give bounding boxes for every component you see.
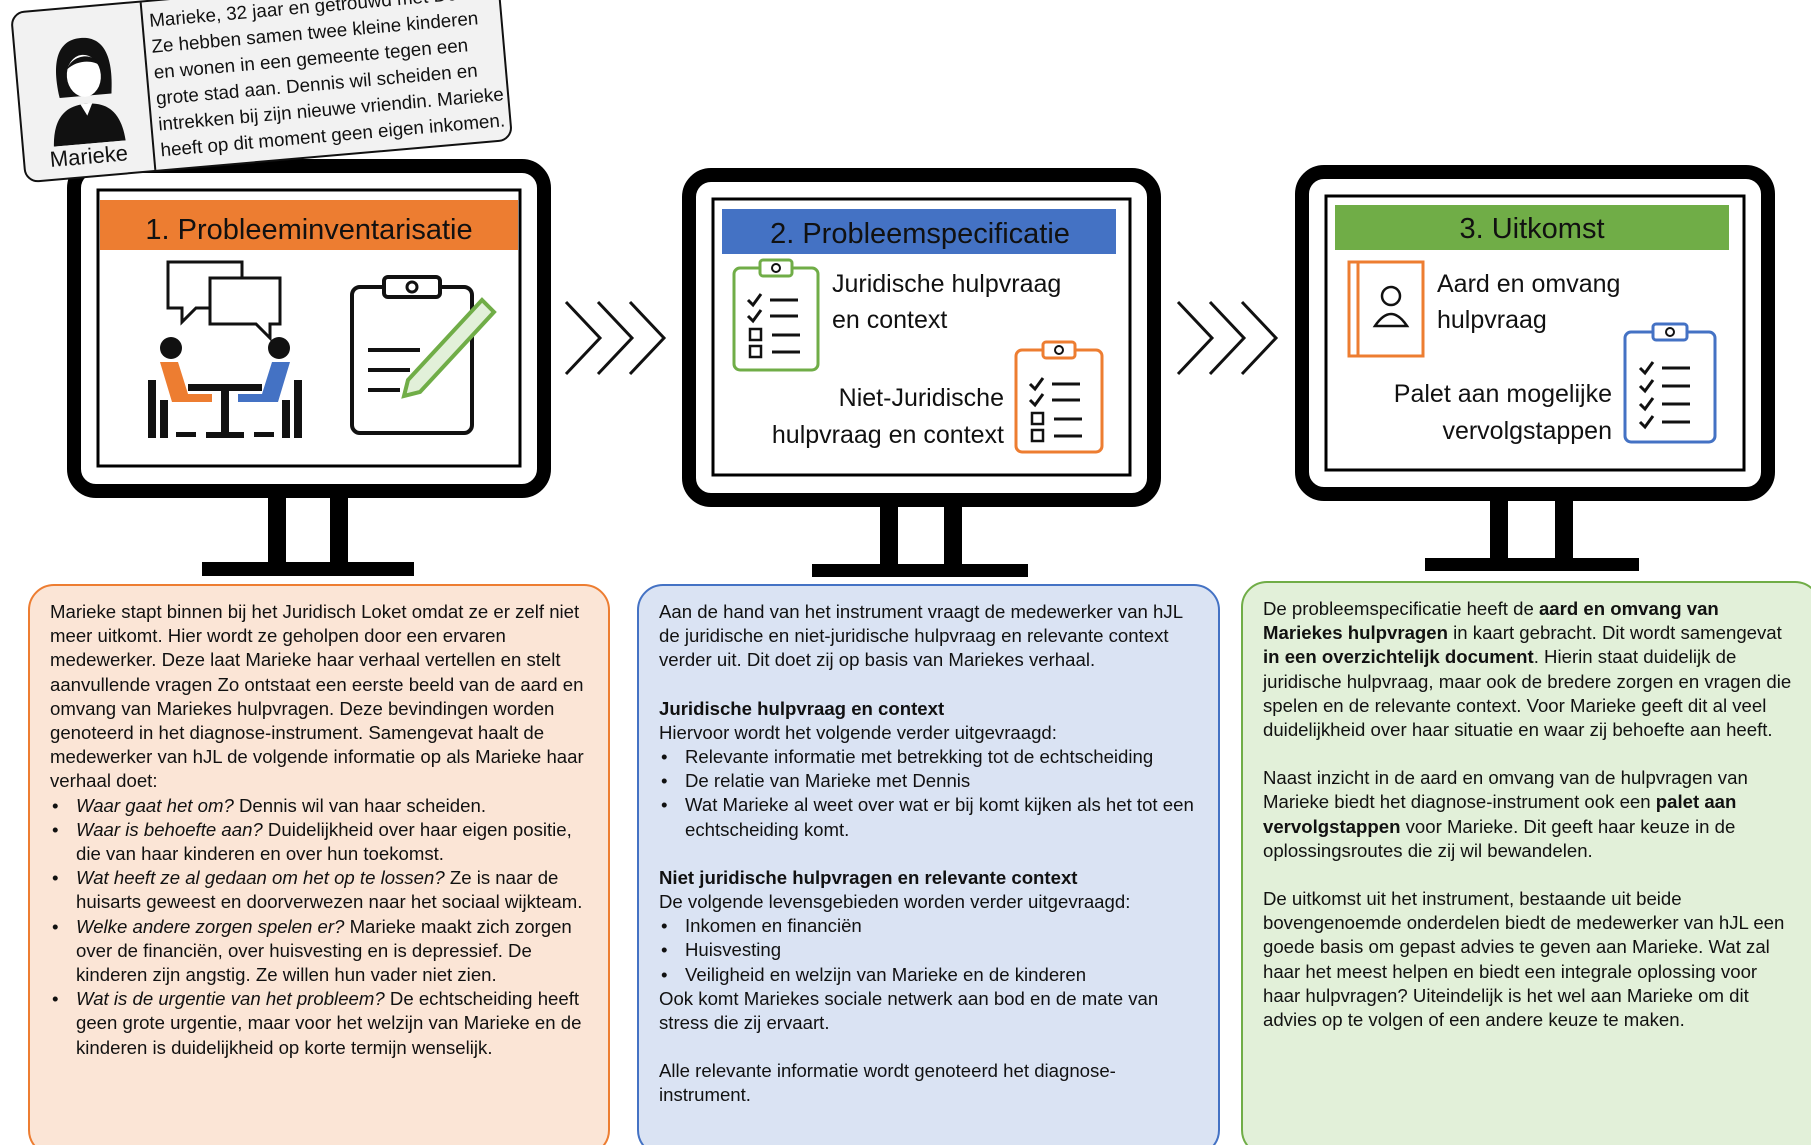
box1-answer: Duidelijkheid over haar eigen positie, d…: [76, 818, 572, 865]
next-steps-checklist-icon: [1623, 322, 1717, 444]
box2-intro: Aan de hand van het instrument vraagt de…: [659, 601, 1183, 671]
nature-label-line1: Aard en omvang: [1437, 270, 1620, 298]
nonlegal-label-line1: Niet-Juridische: [839, 384, 1004, 412]
box1-question: Wat heeft ze al gedaan om het op te loss…: [76, 867, 445, 889]
box3-paragraph-2: Naast inzicht in de aard en omvang van d…: [1263, 767, 1748, 861]
box2-nonlegal-list: Inkomen en financiën Huisvesting Veiligh…: [659, 914, 1198, 987]
nonlegal-checklist-icon: [1014, 340, 1104, 454]
box2-nonlegal-item: Veiligheid en welzijn van Marieke en de …: [659, 963, 1198, 987]
step-1-description: Marieke stapt binnen bij het Juridisch L…: [28, 584, 610, 1145]
step-3-header: [1335, 205, 1729, 250]
box2-legal-intro: Hiervoor wordt het volgende verder uitge…: [659, 721, 1057, 743]
palette-label-line1: Palet aan mogelijke: [1394, 380, 1612, 408]
palette-label-line2: vervolgstappen: [1442, 417, 1612, 445]
legal-checklist-icon: [732, 258, 820, 372]
persona-story: Marieke, 32 jaar en getrouwd met Dennis.…: [148, 0, 506, 161]
box2-legal-item: Wat Marieke al weet over wat er bij komt…: [659, 793, 1198, 841]
chevron-arrows-1: [564, 300, 667, 376]
nature-label-line2: hulpvraag: [1437, 306, 1547, 334]
box3-paragraph-3: De uitkomst uit het instrument, bestaand…: [1263, 888, 1785, 1031]
box1-item: Wat is de urgentie van het probleem? De …: [50, 987, 588, 1060]
box1-item: Wat heeft ze al gedaan om het op te loss…: [50, 866, 588, 914]
clipboard-pencil-icon: [350, 275, 497, 435]
box1-intro: Marieke stapt binnen bij het Juridisch L…: [50, 601, 584, 792]
box2-nonlegal-outro: Ook komt Mariekes sociale netwerk aan bo…: [659, 987, 1159, 1034]
box2-nonlegal-item: Inkomen en financiën: [659, 914, 1198, 938]
box2-nonlegal-intro: De volgende levensgebieden worden verder…: [659, 891, 1131, 913]
box2-legal-heading: Juridische hulpvraag en context: [659, 697, 945, 719]
step-1-title: 1. Probleeminventarisatie: [145, 214, 472, 246]
conversation-icon: [148, 260, 302, 438]
legal-label-line2: en context: [832, 306, 947, 334]
persona-name: Marieke: [48, 140, 129, 173]
box1-answer: Dennis wil van haar scheiden.: [233, 794, 486, 816]
box1-item: Waar is behoefte aan? Duidelijkheid over…: [50, 818, 588, 866]
step-2-title: 2. Probleemspecificatie: [770, 218, 1070, 250]
legal-label-line1: Juridische hulpvraag: [832, 270, 1061, 298]
box1-question: Wat is de urgentie van het probleem?: [76, 988, 385, 1010]
box1-answer: De echtscheiding heeft geen grote urgent…: [76, 988, 582, 1058]
monitor-1: 1. Probleeminventarisatie: [67, 159, 551, 576]
box1-answer: Ze is naar de huisarts geweest en doorve…: [76, 867, 583, 913]
monitor-3: 3. Uitkomst Aard en omvang hulpvraag Pal…: [1295, 165, 1775, 571]
box2-nonlegal-item: Huisvesting: [659, 938, 1198, 962]
persona-card: Marieke Marieke, 32 jaar en getrouwd met…: [10, 0, 514, 184]
box1-list: Waar gaat het om? Dennis wil van haar sc…: [50, 794, 588, 1060]
box1-question: Waar gaat het om?: [76, 794, 234, 816]
step-1-header: [100, 200, 518, 250]
step-2-header: [722, 209, 1116, 254]
box1-answer: Marieke maakt zich zorgen over de financ…: [76, 915, 572, 986]
box3-paragraph-1: De probleemspecificatie heeft de aard en…: [1263, 598, 1792, 741]
step-3-title: 3. Uitkomst: [1459, 213, 1604, 245]
step-3-description: De probleemspecificatie heeft de aard en…: [1241, 581, 1811, 1145]
box1-item: Welke andere zorgen spelen er? Marieke m…: [50, 915, 588, 988]
woman-avatar-icon: [53, 37, 126, 147]
box2-legal-list: Relevante informatie met betrekking tot …: [659, 745, 1198, 842]
box2-nonlegal-heading: Niet juridische hulpvragen en relevante …: [659, 866, 1078, 888]
contact-book-icon: [1347, 260, 1425, 358]
box2-closing: Alle relevante informatie wordt genoteer…: [659, 1060, 1116, 1106]
box2-legal-item: De relatie van Marieke met Dennis: [659, 769, 1198, 793]
box2-legal-item: Relevante informatie met betrekking tot …: [659, 745, 1198, 769]
monitor-2: 2. Probleemspecificatie Juridische hulpv…: [682, 168, 1161, 577]
box1-item: Waar gaat het om? Dennis wil van haar sc…: [50, 794, 588, 818]
nonlegal-label-line2: hulpvraag en context: [772, 421, 1004, 449]
chevron-arrows-2: [1176, 300, 1279, 376]
step-2-description: Aan de hand van het instrument vraagt de…: [637, 584, 1220, 1145]
box1-question: Waar is behoefte aan?: [76, 818, 263, 840]
box1-question: Welke andere zorgen spelen er?: [76, 915, 345, 937]
